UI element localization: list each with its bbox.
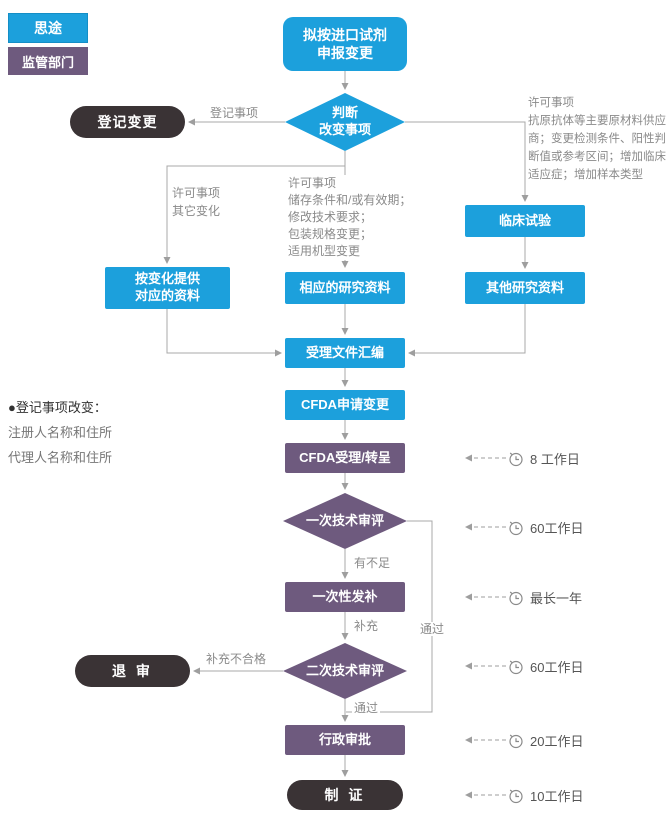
note-branch-middle-line: 适用机型变更 xyxy=(288,244,361,258)
edge-label-supplement: 补充 xyxy=(352,619,381,634)
node-provide-line2: 对应的资料 xyxy=(134,288,200,303)
node-registration-change-label: 登记变更 xyxy=(97,113,158,130)
node-start: 拟按进口试剂 申报变更 xyxy=(283,17,407,71)
duration-label: 60工作日 xyxy=(530,520,584,536)
node-judge-line2: 改变事项 xyxy=(318,122,371,137)
node-other-research: 其他研究资料 xyxy=(465,272,585,304)
edge-label-pass-bypass: 通过 xyxy=(418,622,447,637)
edge-label-registration-item: 登记事项 xyxy=(208,106,261,121)
note-branch-right-line: 抗原抗体等主要原材料供应 xyxy=(528,115,666,127)
node-provide-line1: 按变化提供 xyxy=(134,271,200,287)
note-branch-right-line: 许可事项 xyxy=(528,97,574,109)
note-branch-middle-line: 许可事项 xyxy=(288,176,337,190)
legend-regulator: 监管部门 xyxy=(8,47,88,75)
duration-label: 10工作日 xyxy=(530,788,584,804)
note-branch-middle-line: 储存条件和/或有效期； xyxy=(288,193,412,207)
note-branch-left-line: 许可事项 xyxy=(172,186,221,200)
clock-icon xyxy=(509,591,523,605)
clock-icon xyxy=(509,789,523,803)
node-start-line2: 申报变更 xyxy=(317,45,373,61)
edge-label-supplement-fail: 补充不合格 xyxy=(204,652,269,667)
node-registration-change: 登记变更 xyxy=(70,106,185,138)
duration-label: 20工作日 xyxy=(530,733,584,749)
clock-icon xyxy=(509,660,523,674)
node-supplement-notice-label: 一次性发补 xyxy=(312,588,378,604)
node-second-review-label: 二次技术审评 xyxy=(305,662,384,678)
legend-situ-label: 思途 xyxy=(34,20,62,36)
note-branch-right: 许可事项 抗原抗体等主要原材料供应 商；变更检测条件、阳性判 断值或参考区间；增… xyxy=(528,94,666,184)
clock-icon xyxy=(509,521,523,535)
node-clinical-trial-label: 临床试验 xyxy=(498,212,551,228)
clock-icon xyxy=(509,452,523,466)
node-supplement-notice: 一次性发补 xyxy=(285,582,405,612)
legend-situ: 思途 xyxy=(8,13,88,43)
duration-label: 60工作日 xyxy=(530,659,584,675)
note-branch-left: 许可事项 其它变化 xyxy=(172,184,221,220)
node-reject: 退 审 xyxy=(75,655,190,687)
node-judge-line1: 判断 xyxy=(331,105,358,121)
side-note-title: ●登记事项改变： xyxy=(8,400,107,415)
node-cfda-apply-label: CFDA申请变更 xyxy=(300,396,390,412)
node-acceptance-compile: 受理文件汇编 xyxy=(285,338,405,368)
node-other-research-label: 其他研究资料 xyxy=(485,279,564,295)
duration-row: 60工作日 xyxy=(507,518,583,536)
note-branch-middle: 许可事项 储存条件和/或有效期； 修改技术要求； 包装规格变更； 适用机型变更 xyxy=(288,175,412,260)
node-cfda-accept-label: CFDA受理/转呈 xyxy=(299,449,391,465)
note-branch-middle-line: 修改技术要求； xyxy=(288,210,373,224)
node-corresponding-research: 相应的研究资料 xyxy=(285,272,405,304)
note-branch-middle-line: 包装规格变更； xyxy=(288,227,373,241)
legend-regulator-label: 监管部门 xyxy=(21,54,74,70)
node-acceptance-compile-label: 受理文件汇编 xyxy=(305,344,384,360)
node-admin-approval: 行政审批 xyxy=(285,725,405,755)
note-branch-right-line: 适应症；增加样本类型 xyxy=(528,169,643,181)
edge-label-insufficient: 有不足 xyxy=(352,556,393,571)
note-branch-right-line: 断值或参考区间；增加临床 xyxy=(528,151,666,163)
side-note-line: 注册人名称和住所 xyxy=(8,425,113,440)
node-first-review-label: 一次技术审评 xyxy=(305,512,384,528)
duration-row: 20工作日 xyxy=(507,731,583,749)
node-provide-materials: 按变化提供 对应的资料 xyxy=(105,267,230,309)
duration-label: 8 工作日 xyxy=(530,451,580,467)
clock-icon xyxy=(509,734,523,748)
duration-label: 最长一年 xyxy=(530,590,583,606)
node-cfda-accept: CFDA受理/转呈 xyxy=(285,443,405,473)
node-admin-approval-label: 行政审批 xyxy=(318,731,371,747)
node-certificate: 制 证 xyxy=(287,780,403,810)
node-clinical-trial: 临床试验 xyxy=(465,205,585,237)
node-corresponding-research-label: 相应的研究资料 xyxy=(299,279,391,295)
edge-label-pass: 通过 xyxy=(352,701,381,716)
duration-row: 10工作日 xyxy=(507,786,583,804)
note-branch-left-line: 其它变化 xyxy=(172,204,221,218)
note-branch-right-line: 商；变更检测条件、阳性判 xyxy=(528,133,666,145)
node-certificate-label: 制 证 xyxy=(324,786,366,803)
node-start-line1: 拟按进口试剂 xyxy=(303,26,387,43)
duration-row: 60工作日 xyxy=(507,657,583,675)
duration-row: 最长一年 xyxy=(507,588,582,606)
node-cfda-apply: CFDA申请变更 xyxy=(285,390,405,420)
side-note-line: 代理人名称和住所 xyxy=(8,450,113,465)
node-reject-label: 退 审 xyxy=(112,662,153,679)
duration-row: 8 工作日 xyxy=(507,449,580,467)
